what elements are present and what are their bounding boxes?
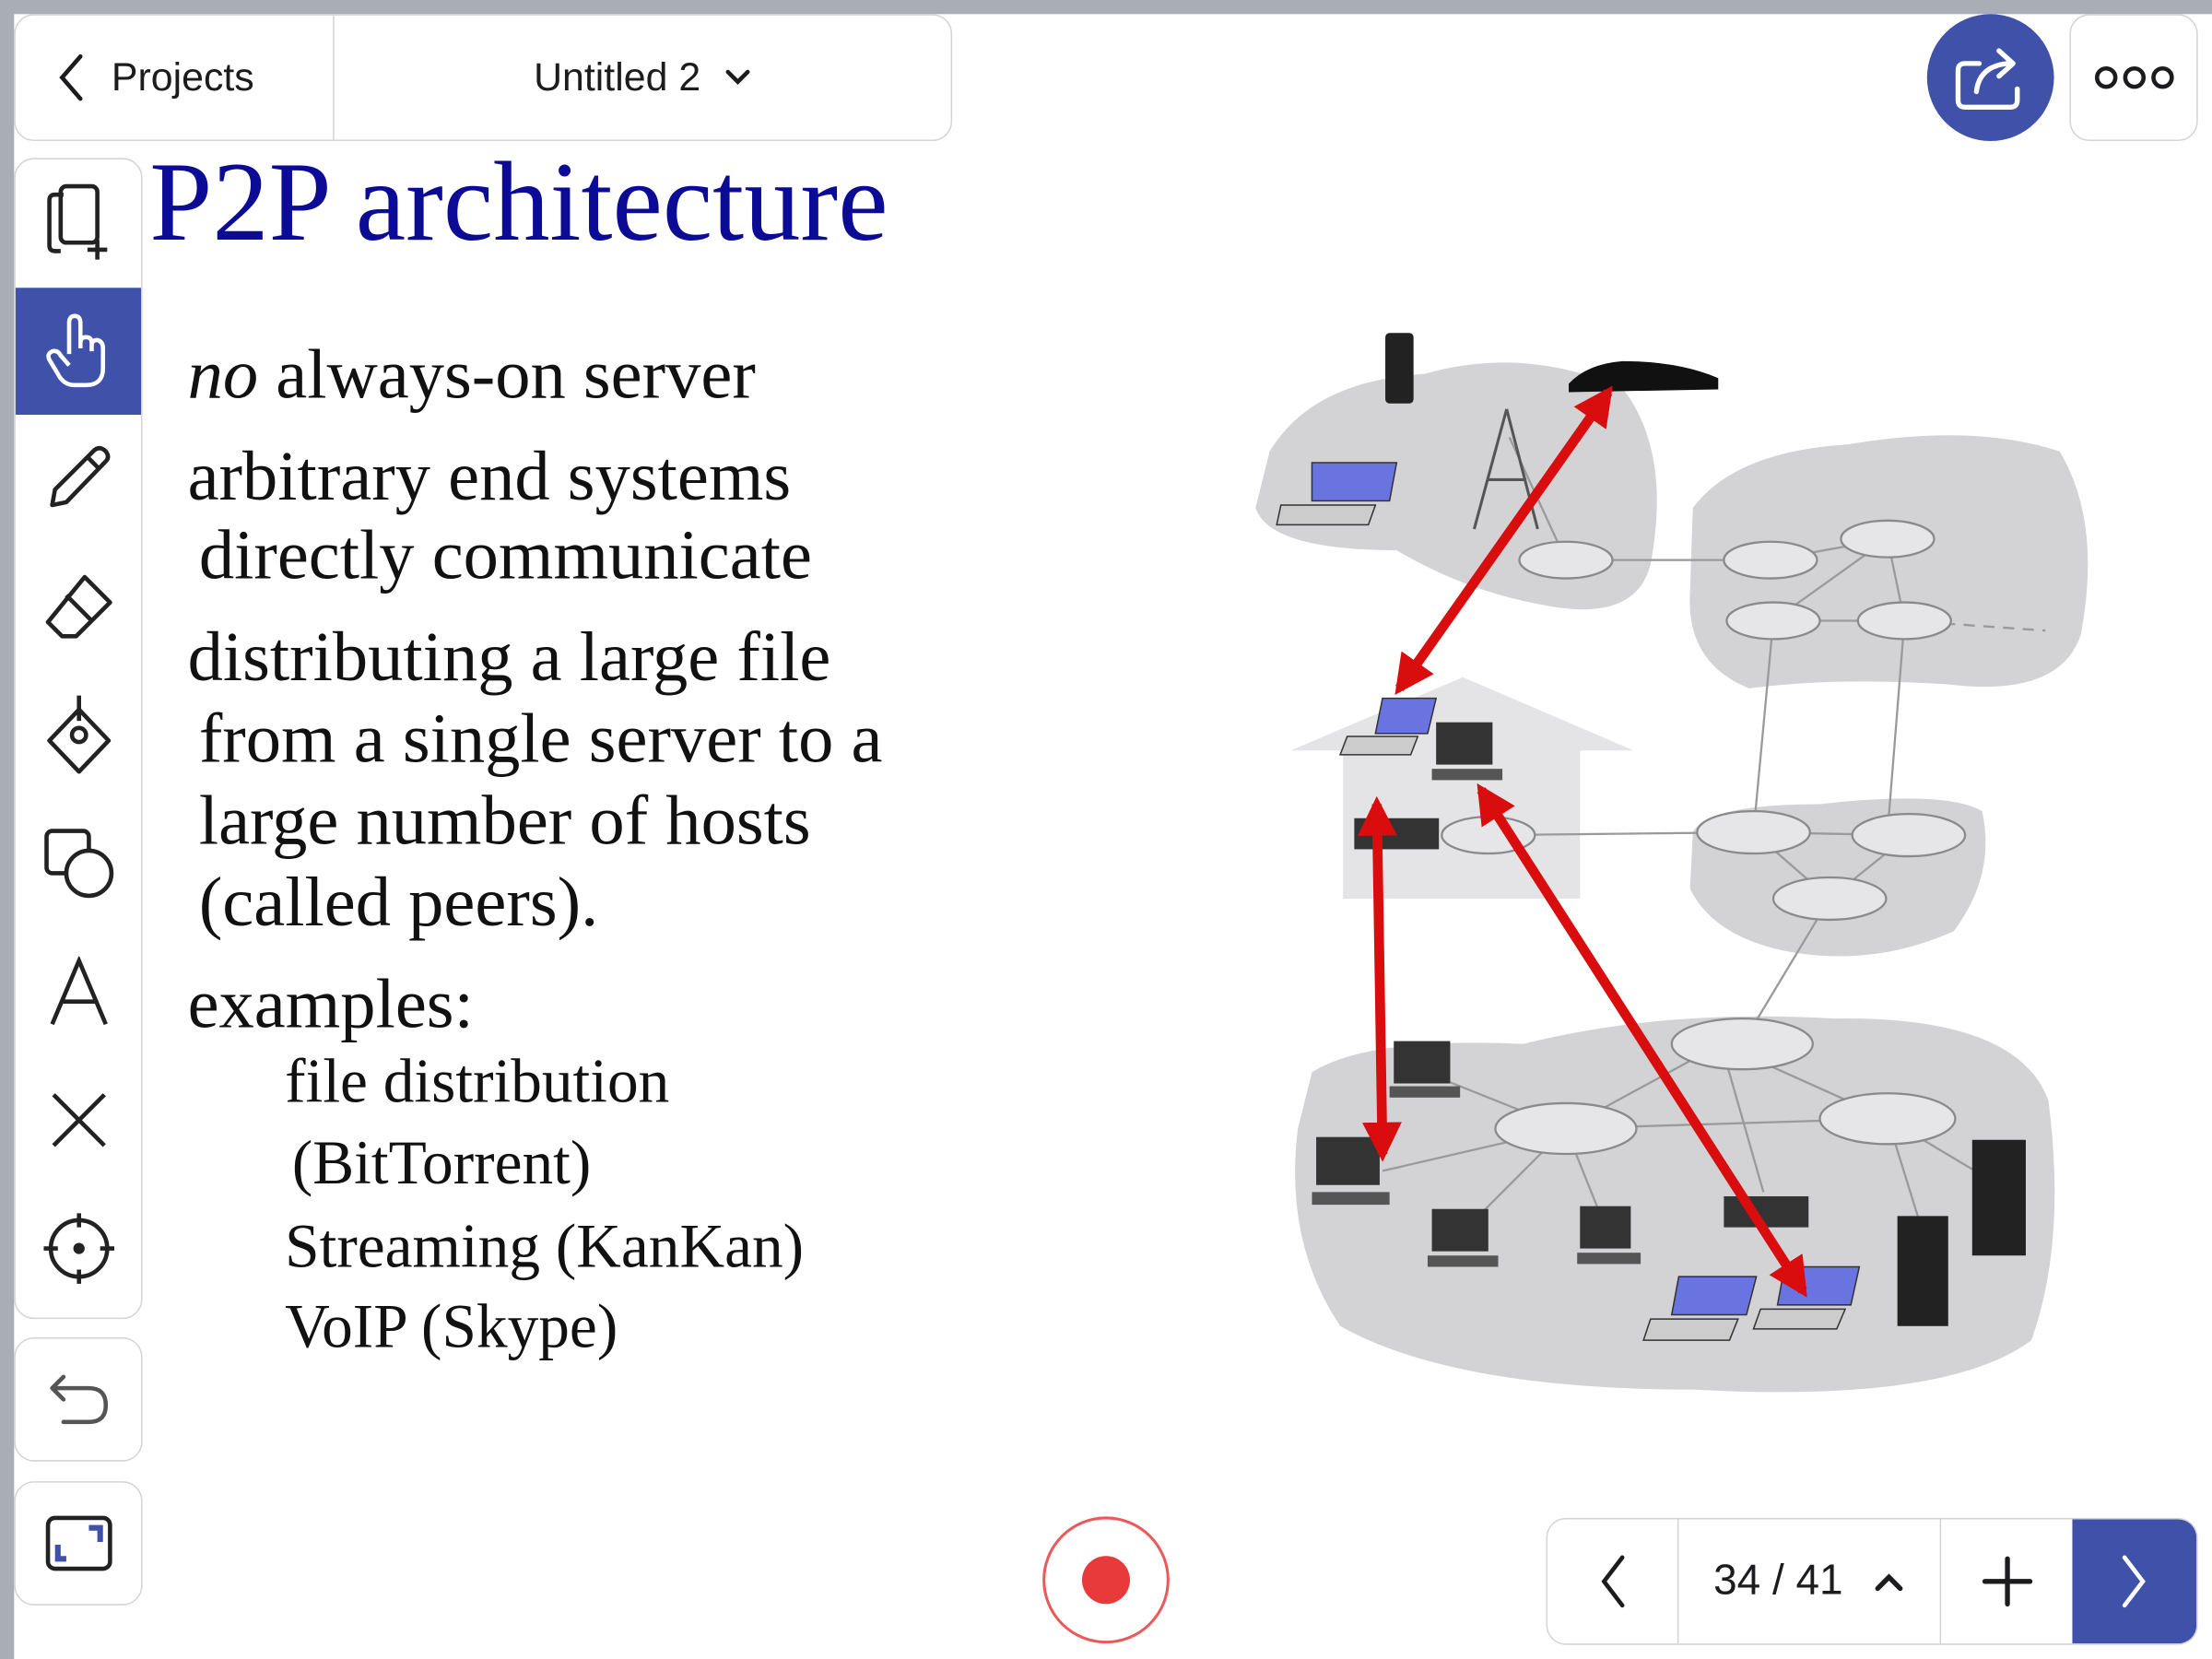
server-icon	[1897, 1216, 1948, 1326]
router-icon	[1723, 540, 1818, 580]
router-icon	[1856, 601, 1952, 641]
desktop-icon	[1427, 1208, 1499, 1267]
top-edge	[0, 0, 2212, 15]
bullet-emphasis: no	[187, 334, 259, 414]
plus-icon	[1982, 1556, 2032, 1606]
back-to-projects-button[interactable]: Projects	[16, 15, 335, 140]
fit-screen-button[interactable]	[14, 1481, 143, 1606]
peer-arrow	[1394, 385, 1613, 695]
previous-page-button[interactable]	[1547, 1519, 1679, 1644]
example-item: VoIP (Skype)	[285, 1292, 618, 1362]
car-icon	[1569, 360, 1719, 393]
server-icon	[1971, 1139, 2026, 1256]
router-icon	[1725, 601, 1821, 641]
page-navigator: 34 / 41	[1546, 1517, 2198, 1645]
next-page-button[interactable]	[2072, 1519, 2197, 1644]
router-icon	[1696, 809, 1811, 855]
bullet-2-cont: directly communicate	[198, 514, 812, 594]
hand-pointer-icon	[45, 313, 105, 388]
peer-arrow	[1477, 782, 1807, 1298]
text-tool[interactable]	[16, 928, 141, 1055]
add-page-button[interactable]	[1941, 1519, 2072, 1643]
bullet-3-cont: large number of hosts	[198, 780, 811, 860]
peer-arrows	[1358, 385, 1807, 1298]
more-icon	[2094, 65, 2173, 89]
laser-pointer-tool[interactable]	[16, 1185, 141, 1312]
chevron-down-icon	[724, 69, 749, 86]
crosshair-icon	[42, 1213, 114, 1284]
page-indicator[interactable]: 34 / 41	[1678, 1519, 1942, 1644]
page-number: 34 / 41	[1713, 1557, 1843, 1605]
wireless-router-icon	[1354, 818, 1440, 850]
bullet-3-cont: from a single server to a	[198, 698, 883, 778]
chevron-up-icon	[1876, 1573, 1903, 1592]
router-icon	[1840, 519, 1936, 559]
chevron-left-icon	[59, 53, 83, 101]
tool-palette	[14, 158, 143, 1320]
undo-button[interactable]	[14, 1337, 143, 1462]
bullet-3: distributing a large file	[187, 616, 831, 696]
bullet-3-cont: (called peers).	[198, 862, 599, 941]
clear-tool[interactable]	[16, 1056, 141, 1183]
eraser-tool[interactable]	[16, 543, 141, 670]
router-icon	[1670, 1017, 1814, 1071]
example-item: Streaming (KanKan)	[285, 1211, 805, 1281]
share-icon	[1955, 48, 2020, 111]
slide-title: P2P architecture	[149, 141, 888, 265]
phone-icon	[1385, 333, 1414, 404]
router-icon	[1518, 540, 1614, 580]
pen-nib-icon	[46, 695, 111, 774]
frame-icon	[44, 1515, 112, 1571]
peer-arrow	[1358, 795, 1402, 1162]
chevron-left-icon	[1601, 1555, 1625, 1608]
close-icon	[51, 1093, 106, 1147]
chevron-right-icon	[2122, 1555, 2146, 1608]
laptop-icon	[1276, 462, 1398, 526]
record-button[interactable]	[1042, 1516, 1170, 1644]
slide-canvas[interactable]: P2P architecture no always-on server arb…	[14, 14, 2212, 1659]
router-icon	[1818, 1092, 1957, 1146]
router-icon	[1494, 1101, 1638, 1156]
example-item: file distribution	[285, 1046, 670, 1116]
shapes-tool[interactable]	[16, 800, 141, 927]
back-label: Projects	[111, 54, 254, 100]
undo-icon	[49, 1374, 108, 1425]
desktop-icon	[1431, 722, 1503, 781]
copy-add-icon	[46, 183, 107, 260]
document-title-menu[interactable]: Untitled 2	[335, 55, 951, 100]
bullet-4: examples:	[187, 963, 474, 1043]
home-network	[1290, 677, 1634, 899]
document-title: Untitled 2	[534, 54, 701, 100]
desktop-icon	[1389, 1041, 1461, 1098]
left-edge	[0, 0, 15, 1659]
pencil-icon	[49, 446, 110, 508]
router-icon	[1771, 876, 1888, 922]
bullet-text: always-on server	[258, 334, 756, 414]
text-icon	[49, 956, 108, 1026]
bullet-2: arbitrary end systems	[187, 435, 792, 515]
record-dot-icon	[1081, 1556, 1131, 1605]
wireless-router-icon	[1724, 1195, 1809, 1228]
shapes-icon	[43, 829, 113, 899]
pen-tool[interactable]	[16, 415, 141, 542]
highlighter-tool[interactable]	[16, 672, 141, 799]
bullet-1: no always-on server	[188, 338, 756, 409]
pan-tool[interactable]	[15, 288, 142, 415]
top-bar: Projects Untitled 2	[14, 14, 953, 142]
eraser-icon	[44, 574, 112, 639]
example-item: (BitTorrent)	[291, 1128, 592, 1198]
router-icon	[1851, 813, 1967, 858]
more-options-button[interactable]	[2069, 14, 2198, 142]
share-button[interactable]	[1926, 14, 2054, 142]
laptop-icon	[1338, 697, 1438, 756]
add-page-tool[interactable]	[16, 159, 141, 287]
